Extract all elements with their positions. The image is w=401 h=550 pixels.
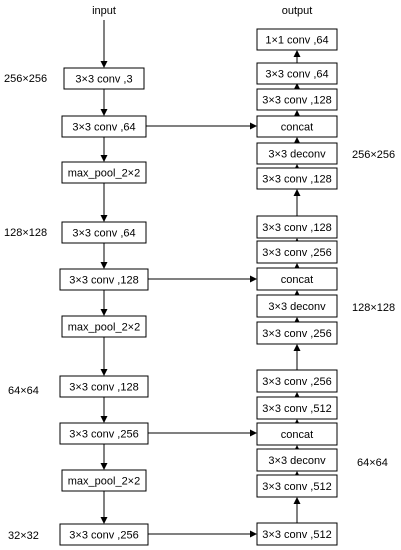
decoder-conv128-a-box: 3×3 conv ,128 xyxy=(256,88,338,111)
encoder-conv64-box: 3×3 conv ,64 xyxy=(61,115,147,138)
svg-text:3×3 conv ,512: 3×3 conv ,512 xyxy=(262,403,331,415)
svg-text:3×3 conv ,64: 3×3 conv ,64 xyxy=(265,69,328,81)
encoder-maxpool-1-box: max_pool_2×2 xyxy=(61,161,147,184)
decoder-1x1-conv64-box: 1×1 conv ,64 xyxy=(256,28,338,51)
svg-text:3×3 conv ,512: 3×3 conv ,512 xyxy=(262,529,331,541)
svg-text:concat: concat xyxy=(281,274,313,286)
svg-text:3×3 conv ,64: 3×3 conv ,64 xyxy=(72,228,135,240)
decoder-concat-128-box: concat xyxy=(256,267,338,291)
decoder-deconv-128-box: 3×3 deconv xyxy=(256,294,338,318)
decoder-conv512-b-box: 3×3 conv ,512 xyxy=(256,474,338,498)
svg-text:3×3 conv ,128: 3×3 conv ,128 xyxy=(69,382,138,394)
resolution-label-256-left: 256×256 xyxy=(4,73,47,85)
resolution-label-128-left: 128×128 xyxy=(4,227,47,239)
svg-text:3×3 conv ,128: 3×3 conv ,128 xyxy=(69,275,138,287)
svg-text:3×3 conv ,64: 3×3 conv ,64 xyxy=(72,122,135,134)
svg-text:3×3 deconv: 3×3 deconv xyxy=(268,149,326,161)
svg-text:3×3 conv ,256: 3×3 conv ,256 xyxy=(262,328,331,340)
svg-text:max_pool_2×2: max_pool_2×2 xyxy=(68,322,140,334)
svg-text:3×3 conv ,3: 3×3 conv ,3 xyxy=(75,74,132,86)
encoder-conv128b-box: 3×3 conv ,128 xyxy=(59,375,149,398)
resolution-label-256-right: 256×256 xyxy=(352,149,395,161)
decoder-concat-64-box: concat xyxy=(256,422,338,446)
resolution-label-128-right: 128×128 xyxy=(352,302,395,314)
encoder-conv64b-box: 3×3 conv ,64 xyxy=(61,221,147,244)
decoder-conv128-c-box: 3×3 conv ,128 xyxy=(256,215,338,239)
resolution-label-32-left: 32×32 xyxy=(8,530,39,542)
encoder-maxpool-3-box: max_pool_2×2 xyxy=(61,469,147,492)
svg-text:3×3 conv ,256: 3×3 conv ,256 xyxy=(262,376,331,388)
svg-text:3×3 conv ,512: 3×3 conv ,512 xyxy=(262,481,331,493)
output-header: output xyxy=(282,5,313,17)
decoder-concat-256-box: concat xyxy=(256,115,338,138)
decoder-deconv-256-box: 3×3 deconv xyxy=(256,142,338,165)
svg-text:3×3 conv ,128: 3×3 conv ,128 xyxy=(262,222,331,234)
encoder-conv256b-box: 3×3 conv ,256 xyxy=(59,523,149,546)
decoder-conv256-b-box: 3×3 conv ,256 xyxy=(256,321,338,345)
encoder-conv3-box: 3×3 conv ,3 xyxy=(63,67,145,90)
decoder-conv512-c-box: 3×3 conv ,512 xyxy=(256,522,338,546)
svg-text:3×3 deconv: 3×3 deconv xyxy=(268,455,326,467)
svg-text:concat: concat xyxy=(281,122,313,134)
input-header: input xyxy=(92,5,116,17)
svg-text:1×1 conv ,64: 1×1 conv ,64 xyxy=(265,35,328,47)
svg-text:concat: concat xyxy=(281,429,313,441)
svg-text:3×3 conv ,256: 3×3 conv ,256 xyxy=(262,247,331,259)
svg-text:3×3 deconv: 3×3 deconv xyxy=(268,301,326,313)
svg-text:3×3 conv ,256: 3×3 conv ,256 xyxy=(69,429,138,441)
resolution-label-64-right: 64×64 xyxy=(357,457,388,469)
decoder-deconv-64-box: 3×3 deconv xyxy=(256,448,338,472)
resolution-label-64-left: 64×64 xyxy=(8,385,39,397)
svg-text:3×3 conv ,256: 3×3 conv ,256 xyxy=(69,530,138,542)
decoder-conv256-c-box: 3×3 conv ,256 xyxy=(256,369,338,393)
encoder-conv256-box: 3×3 conv ,256 xyxy=(59,422,149,445)
decoder-conv512-a-box: 3×3 conv ,512 xyxy=(256,396,338,420)
decoder-conv256-a-box: 3×3 conv ,256 xyxy=(256,240,338,264)
svg-text:3×3 conv ,128: 3×3 conv ,128 xyxy=(262,174,331,186)
svg-text:3×3 conv ,128: 3×3 conv ,128 xyxy=(262,95,331,107)
svg-text:max_pool_2×2: max_pool_2×2 xyxy=(68,168,140,180)
decoder-conv128-b-box: 3×3 conv ,128 xyxy=(256,167,338,190)
encoder-conv128-box: 3×3 conv ,128 xyxy=(59,268,149,291)
svg-text:max_pool_2×2: max_pool_2×2 xyxy=(68,476,140,488)
encoder-maxpool-2-box: max_pool_2×2 xyxy=(61,315,147,338)
decoder-conv64-box: 3×3 conv ,64 xyxy=(256,62,338,85)
